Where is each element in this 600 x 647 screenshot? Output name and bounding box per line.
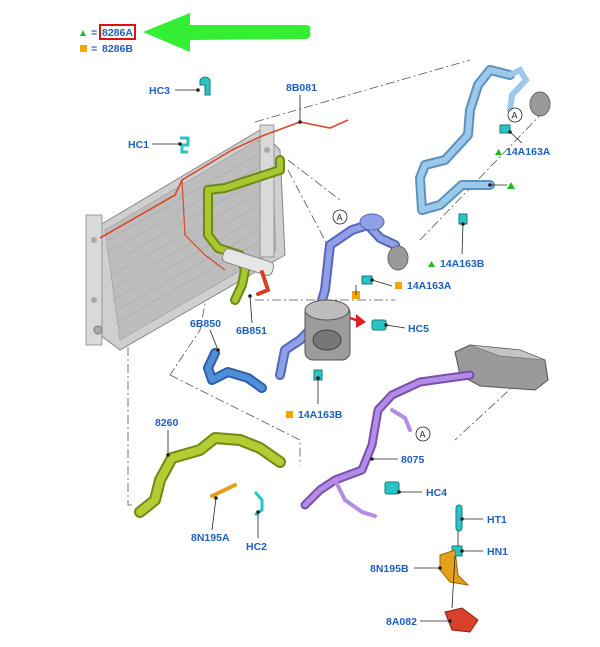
- triangle-marker-icon: [428, 261, 435, 267]
- bracket-8n195a-icon: [210, 483, 237, 498]
- label-8n195b[interactable]: 8N195B: [370, 563, 409, 575]
- svg-text:A: A: [420, 430, 426, 440]
- label-8075[interactable]: 8075: [401, 454, 425, 466]
- label-hn1[interactable]: HN1: [487, 546, 508, 558]
- hose-14a163-top: [415, 65, 551, 215]
- hose-8260: [134, 432, 286, 518]
- coolant-pump: [304, 299, 366, 361]
- label-14a163a-top[interactable]: 14A163A: [506, 146, 551, 158]
- square-marker-icon: [286, 411, 293, 418]
- label-14a163a-mid[interactable]: 14A163A: [407, 280, 452, 292]
- legend-equals-1: =: [91, 27, 97, 39]
- svg-text:A: A: [512, 111, 518, 121]
- label-6b851[interactable]: 6B851: [236, 325, 267, 337]
- legend: = 8286A = 8286B: [80, 24, 136, 55]
- bracket-8a082-icon: [444, 607, 479, 633]
- clip-14a163a-top-icon: [499, 124, 511, 134]
- hc5-clip-icon: [371, 319, 387, 331]
- label-14a163b-top[interactable]: 14A163B: [440, 258, 485, 270]
- legend-code-8286a[interactable]: 8286A: [102, 27, 133, 39]
- square-marker-icon: [395, 282, 402, 289]
- thermostat-housing: [221, 248, 275, 296]
- label-8n195a[interactable]: 8N195A: [191, 532, 230, 544]
- svg-text:A: A: [337, 213, 343, 223]
- label-hc2[interactable]: HC2: [246, 541, 267, 553]
- hc4-clip-icon: [384, 481, 400, 495]
- wire-8b081: [99, 119, 349, 239]
- label-ht1[interactable]: HT1: [487, 514, 507, 526]
- hc3-clip-icon: [199, 76, 211, 96]
- green-pointer-arrow: [143, 13, 311, 52]
- legend-equals-2: =: [91, 43, 97, 55]
- square-legend-icon: [80, 45, 87, 52]
- callout-a-2: A: [332, 209, 348, 225]
- callout-a-1: A: [507, 107, 523, 123]
- coolant-reservoir: [454, 344, 549, 391]
- label-8a082[interactable]: 8A082: [386, 616, 417, 628]
- label-hc5[interactable]: HC5: [408, 323, 429, 335]
- legend-code-8286b[interactable]: 8286B: [102, 43, 133, 55]
- hose-8075: [300, 370, 475, 518]
- label-hc4[interactable]: HC4: [426, 487, 447, 499]
- triangle-legend-icon: [80, 30, 86, 36]
- label-hc3[interactable]: HC3: [149, 85, 170, 97]
- hose-14a163-middle: [275, 213, 409, 380]
- radiator: [85, 124, 286, 351]
- label-8260[interactable]: 8260: [155, 417, 179, 429]
- hc1-clip-icon: [180, 136, 190, 154]
- triangle-marker-icon: [507, 182, 515, 189]
- label-8b081[interactable]: 8B081: [286, 82, 317, 94]
- hose-6b851: [203, 155, 285, 305]
- triangle-marker-icon: [495, 149, 502, 155]
- wire-8b081-drop: [181, 179, 226, 271]
- leader-lines: [152, 88, 523, 623]
- callout-a-3: A: [415, 426, 431, 442]
- legend-highlight-box: [99, 24, 136, 40]
- label-14a163b-low[interactable]: 14A163B: [298, 409, 343, 421]
- hose-6b850: [203, 348, 267, 393]
- label-hc1[interactable]: HC1: [128, 139, 149, 151]
- part-labels: HC3 8B081 HC1 14A163A 14A163B 14A163A HC…: [128, 82, 551, 628]
- label-6b850[interactable]: 6B850: [190, 318, 221, 330]
